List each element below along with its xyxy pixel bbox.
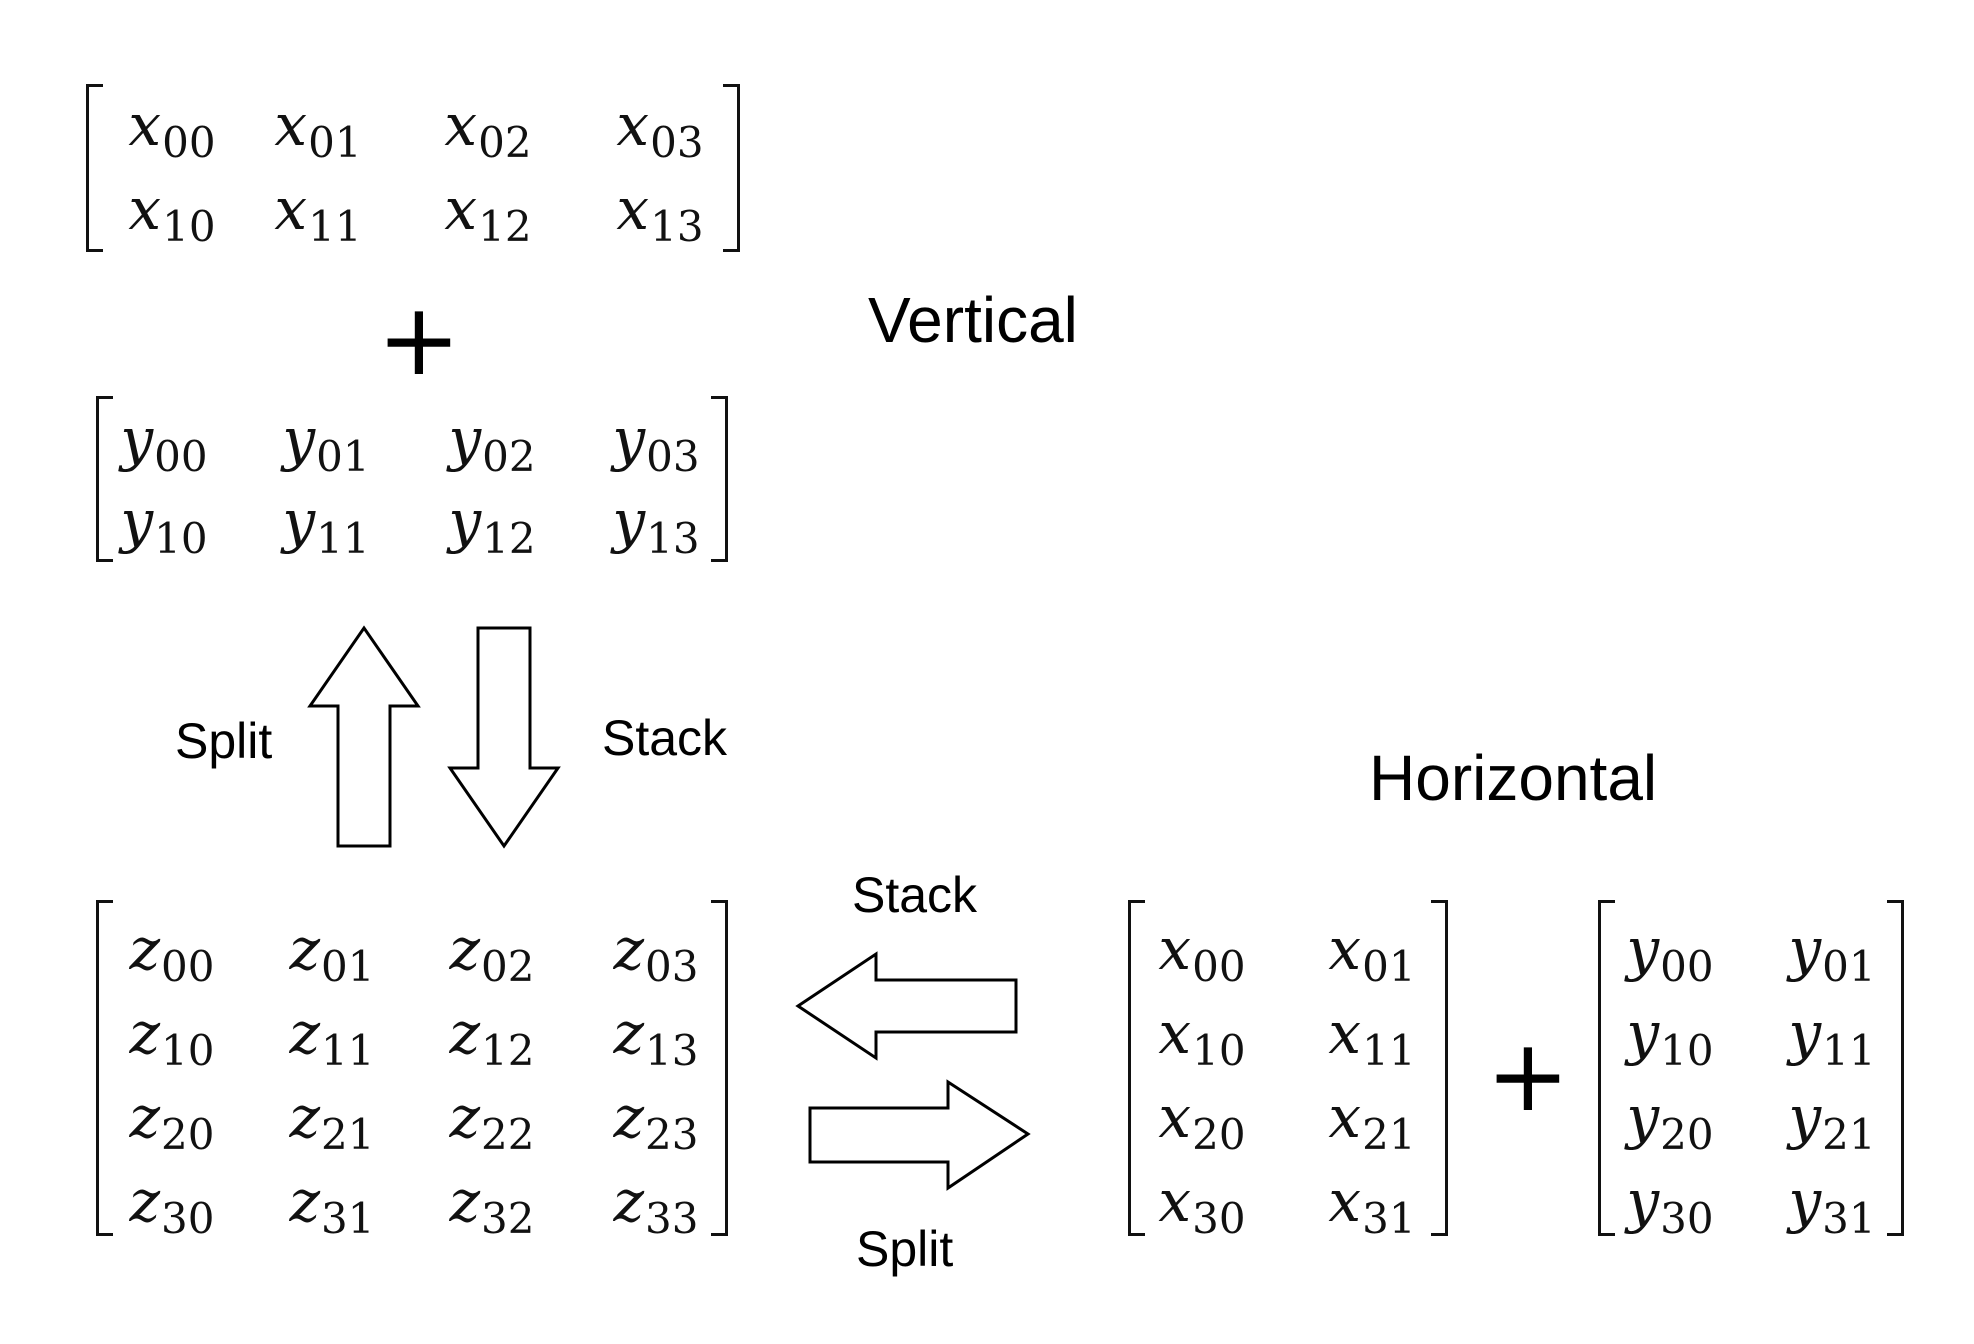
- matrix-y-horizontal: y00 y01 y10 y11 y20 y21 y30 y31: [1598, 900, 1904, 1243]
- matrix-cell: x11: [274, 175, 362, 251]
- matrix-cell: x01: [1328, 915, 1416, 991]
- plus-sign-horizontal: +: [1486, 1017, 1570, 1134]
- matrix-cell: x02: [444, 91, 532, 167]
- matrix-cell: z23: [613, 1083, 699, 1159]
- matrix-cell: y21: [1788, 1083, 1876, 1159]
- matrix-cell: x10: [128, 175, 216, 251]
- plus-sign-vertical: +: [377, 281, 461, 398]
- matrix-left-bracket: [1128, 900, 1145, 1236]
- matrix-cell: z13: [613, 999, 699, 1075]
- matrix-cell: x00: [1158, 915, 1246, 991]
- matrix-cell: z20: [129, 1083, 215, 1159]
- matrix-cell: z03: [613, 915, 699, 991]
- matrix-cell: x21: [1328, 1083, 1416, 1159]
- matrix-cell: x03: [616, 91, 704, 167]
- horizontal-stack-label: Stack: [852, 867, 978, 923]
- matrix-cell: z33: [613, 1167, 699, 1243]
- matrix-cell: z00: [129, 915, 215, 991]
- matrix-cell: x01: [274, 91, 362, 167]
- matrix-right-bracket: [711, 900, 728, 1236]
- matrix-cell: x20: [1158, 1083, 1246, 1159]
- matrix-cell: x12: [444, 175, 532, 251]
- matrix-cell: y12: [448, 487, 536, 563]
- matrix-cell: z31: [289, 1167, 375, 1243]
- horizontal-title: Horizontal: [1369, 742, 1658, 814]
- matrix-cell: y03: [612, 405, 700, 481]
- matrix-cell: z21: [289, 1083, 375, 1159]
- vertical-stack-label: Stack: [602, 710, 728, 766]
- matrix-cell: y13: [612, 487, 700, 563]
- matrix-cell: z22: [449, 1083, 535, 1159]
- matrix-cell: z32: [449, 1167, 535, 1243]
- vertical-title: Vertical: [868, 284, 1078, 356]
- matrix-left-bracket: [96, 900, 113, 1236]
- matrix-left-bracket: [96, 396, 113, 562]
- matrix-cell: y02: [448, 405, 536, 481]
- matrix-cell: y00: [120, 405, 208, 481]
- matrix-cell: y11: [1788, 999, 1876, 1075]
- matrix-cell: x10: [1158, 999, 1246, 1075]
- matrix-cell: y10: [1626, 999, 1714, 1075]
- horizontal-split-label: Split: [856, 1221, 954, 1277]
- matrix-cell: z12: [449, 999, 535, 1075]
- matrix-z: z00 z01 z02 z03 z10 z11 z12 z13 z20 z21 z22 z23 z30 z…: [96, 900, 728, 1243]
- matrix-cell: x13: [616, 175, 704, 251]
- matrix-cell: y20: [1626, 1083, 1714, 1159]
- matrix-cell: z10: [129, 999, 215, 1075]
- matrix-cell: x31: [1328, 1167, 1416, 1243]
- matrix-x-vertical: x00 x01 x02 x03 x10 x11 x12 x13: [86, 84, 740, 252]
- matrix-cell: z11: [289, 999, 375, 1075]
- matrix-right-bracket: [723, 84, 740, 252]
- matrix-right-bracket: [711, 396, 728, 562]
- matrix-cell: y30: [1626, 1167, 1714, 1243]
- matrix-cell: y11: [282, 487, 370, 563]
- matrix-cell: y10: [120, 487, 208, 563]
- matrix-left-bracket: [86, 84, 103, 252]
- matrix-cell: z01: [289, 915, 375, 991]
- matrix-left-bracket: [1598, 900, 1615, 1236]
- matrix-cell: x00: [128, 91, 216, 167]
- vertical-split-label: Split: [175, 713, 273, 769]
- matrix-right-bracket: [1431, 900, 1448, 1236]
- matrix-cell: y01: [1788, 915, 1876, 991]
- matrix-cell: y31: [1788, 1167, 1876, 1243]
- matrix-x-horizontal: x00 x01 x10 x11 x20 x21 x30 x31: [1128, 900, 1448, 1243]
- matrix-cell: y01: [282, 405, 370, 481]
- matrix-cell: y00: [1626, 915, 1714, 991]
- matrix-cell: x30: [1158, 1167, 1246, 1243]
- matrix-right-bracket: [1887, 900, 1904, 1236]
- matrix-cell: z02: [449, 915, 535, 991]
- matrix-cell: x11: [1328, 999, 1416, 1075]
- matrix-cell: z30: [129, 1167, 215, 1243]
- matrix-y-vertical: y00 y01 y02 y03 y10 y11 y12 y13: [96, 396, 728, 562]
